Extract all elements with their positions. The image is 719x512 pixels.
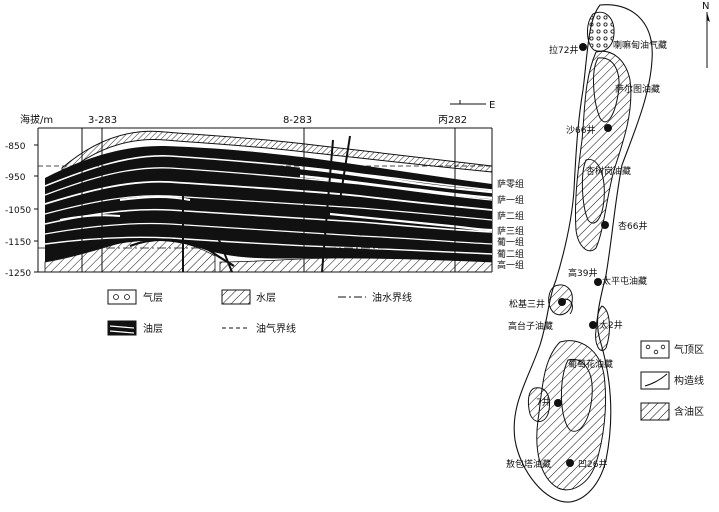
map-legend: 气顶区 构造线 含油区	[640, 340, 704, 421]
depth-tick-1150: -1150	[5, 238, 31, 248]
well-label-songji3: 松基三井	[509, 298, 545, 310]
reservoir-aobaota: 敖包塔油藏	[506, 458, 551, 470]
formation-sa2: 萨二组	[497, 210, 524, 222]
legend-oil-label: 油层	[143, 322, 163, 335]
anticline-outline	[513, 4, 653, 503]
gas-cap-band	[61, 130, 492, 178]
well-label-bing282: 丙282	[438, 115, 467, 126]
well-marker-xing66	[601, 221, 609, 229]
well-label-xing66: 杏66井	[618, 220, 647, 232]
depth-tick-950: -950	[5, 173, 26, 183]
water-layer-east	[219, 257, 492, 273]
reservoir-gaotaizi: 高台子油藏	[508, 320, 553, 332]
legend-water-swatch	[221, 289, 251, 305]
gas-cap-lamadian	[587, 11, 615, 52]
well-label-well7: 7井	[536, 396, 551, 408]
north-label: N	[702, 1, 709, 12]
formation-labels: 萨零组 萨一组 萨二组 萨三组 葡一组 葡二组 高一组	[497, 178, 524, 271]
reservoir-putaohua: 葡萄花油藏	[568, 358, 613, 370]
reservoir-lamadian: 喇嘛甸油气藏	[613, 39, 667, 51]
legend-gas-label: 气层	[143, 291, 163, 304]
oil-area-well7	[527, 387, 550, 422]
formation-sa0: 萨零组	[497, 178, 524, 190]
oil-area-putaohua-east	[595, 305, 610, 352]
well-marker-well7	[554, 399, 562, 407]
legend-oil-area-label: 含油区	[674, 405, 704, 418]
oil-layer-mass	[45, 145, 492, 262]
depth-tick-1250: -1250	[5, 269, 31, 279]
well-marker-ao26	[566, 459, 574, 467]
structure-map: N 拉72井 沙66井 杏66井 高3	[506, 1, 710, 503]
water-layer-west	[44, 238, 216, 273]
depth-scale: -850 -950 -1050 -1150 -1250	[5, 128, 39, 279]
section-legend: 气层 水层 油水界线 油层 油气界线	[107, 289, 412, 336]
legend-goc-label: 油气界线	[256, 322, 296, 335]
formation-gao1: 高一组	[497, 259, 524, 271]
structure-contours	[560, 57, 620, 432]
legend-water-label: 水层	[256, 292, 276, 304]
well-marker-tai2	[589, 321, 597, 329]
direction-label: E	[489, 100, 495, 111]
well-label-8-283: 8-283	[283, 115, 312, 126]
depth-tick-850: -850	[5, 142, 26, 152]
reservoir-saertu: 萨尔图油藏	[615, 83, 660, 95]
legend-structure-label: 构造线	[674, 374, 704, 387]
direction-arrow: E	[450, 100, 495, 111]
formation-pu1: 葡一组	[497, 236, 524, 248]
well-label-gao39: 高39井	[568, 267, 597, 279]
well-label-la72: 拉72井	[549, 44, 578, 56]
well-marker-la72	[579, 43, 587, 51]
well-label-sha66: 沙66井	[566, 124, 595, 136]
map-wells: 拉72井 沙66井 杏66井 高39井 松基三井 太2井 7井 凹26井	[509, 43, 647, 470]
legend-oil-area-swatch	[640, 402, 670, 421]
depth-axis-label: 海拔/m	[20, 113, 53, 126]
reservoir-xingshugang: 杏树岗油藏	[586, 165, 631, 177]
depth-tick-1050: -1050	[5, 206, 31, 216]
faults	[182, 135, 351, 273]
legend-gas-swatch	[107, 289, 137, 305]
formation-pu2: 葡二组	[497, 248, 524, 260]
legend-gas-cap-swatch	[640, 340, 670, 359]
well-marker-songji3	[558, 298, 566, 306]
formation-sa3: 萨三组	[497, 225, 524, 237]
reservoir-taipingtun: 太平屯油藏	[602, 275, 647, 287]
well-label-3-283: 3-283	[88, 115, 117, 126]
reservoir-labels: 喇嘛甸油气藏 萨尔图油藏 杏树岗油藏 太平屯油藏 高台子油藏 葡萄花油藏 敖包塔…	[506, 39, 667, 470]
legend-owc-label: 油水界线	[372, 291, 412, 304]
well-label-ao26: 凹26井	[578, 458, 607, 470]
interbeds	[44, 155, 492, 255]
legend-gas-cap-label: 气顶区	[674, 343, 704, 356]
well-marker-sha66	[604, 124, 612, 132]
formation-sa1: 萨一组	[497, 194, 524, 206]
well-marker-gao39	[594, 278, 602, 286]
well-label-tai2: 太2井	[599, 319, 623, 331]
cross-section: 海拔/m 3-283 8-283 丙282 E -850 -950 -1050 …	[5, 100, 524, 279]
north-arrow: N	[702, 1, 710, 68]
